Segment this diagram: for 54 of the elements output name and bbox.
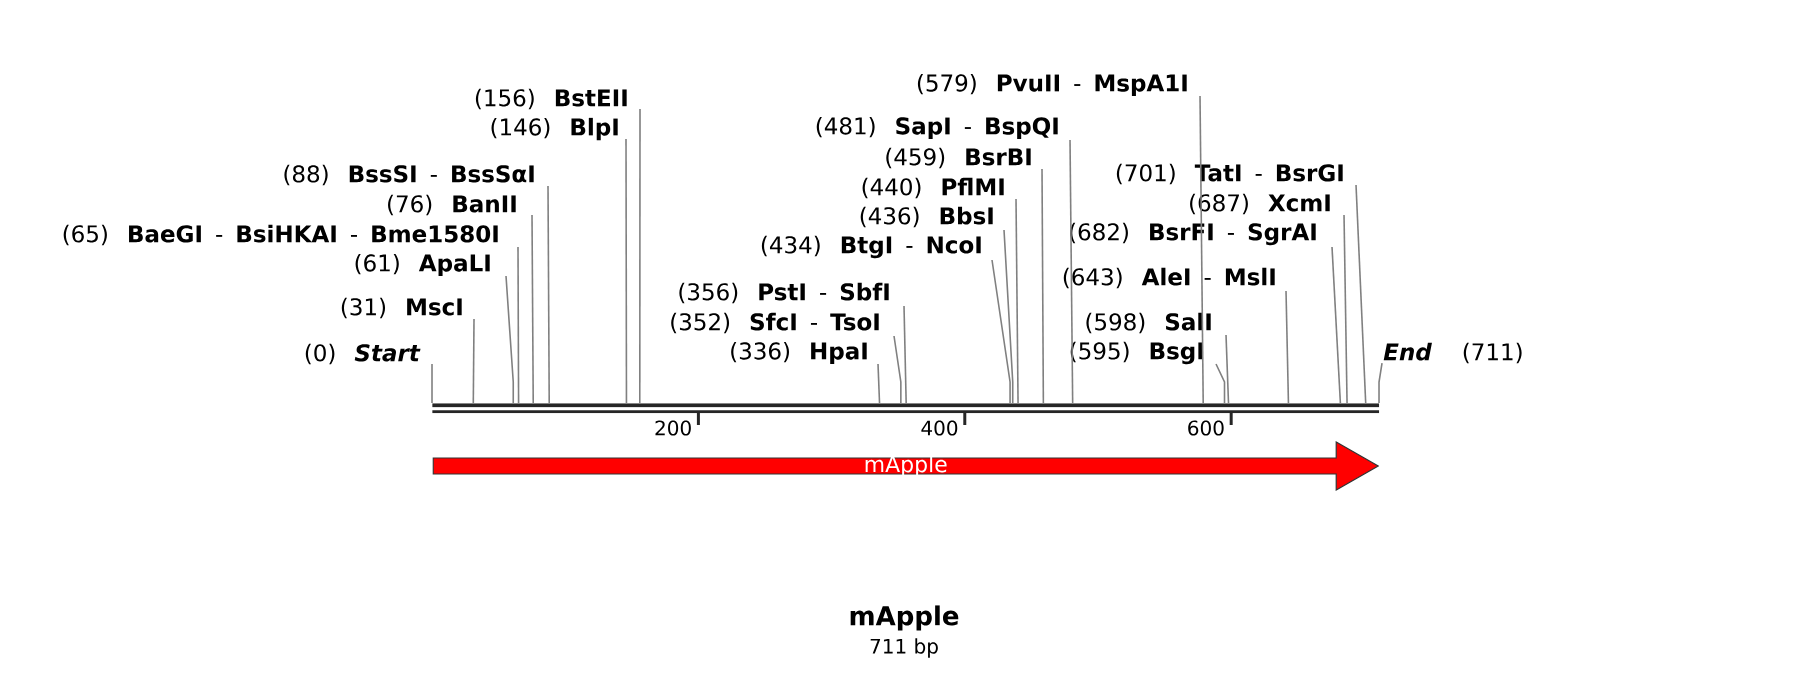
cut-site-label: (356) PstI - SbfI [679,282,889,304]
cut-site-label: (352) SfcI - TsoI [671,312,879,334]
cut-site-label: (88) BssSI - BssSαI [284,164,534,186]
leader-line [1285,290,1290,404]
leader-line [472,318,475,404]
cut-site-label: (481) SapI - BspQI [816,116,1058,140]
leader-line [431,363,433,404]
cut-site-label: (579) PvuII - MspA1I [917,73,1187,97]
leader-line [1199,95,1204,404]
cut-site-label: (459) BsrBI [886,147,1031,169]
cut-site-label: (156) BstEII [475,88,627,110]
leader-line [1015,198,1019,404]
leader-line [893,335,902,404]
cut-site-label: (146) BlpI [491,117,618,141]
leader-line [1069,139,1074,404]
scale-label: 600 [1188,420,1224,436]
cut-site-label: (76) BanII [388,194,516,216]
leader-line [517,246,520,404]
leader-line [877,363,881,404]
cut-site-label: (436) BbsI [860,206,993,228]
cut-site-label: (434) BtgI - NcoI [761,235,981,259]
map-title: mApple [850,605,959,631]
cut-site-label: (440) PflMI [862,177,1004,199]
leader-line [1343,214,1348,404]
scale-label: 200 [655,420,691,436]
sequence-length: 711 bp [870,638,938,658]
leader-line [625,138,628,404]
cut-site-label: (61) ApaLI [355,253,490,277]
leader-line [991,259,1011,404]
cut-site-label: (336) HpaI [731,341,867,365]
leader-line [1003,229,1014,404]
cut-site-label: (643) AleI - MslI [1063,267,1275,289]
leader-line [639,108,641,404]
leader-line [1378,362,1383,404]
cut-site-label: (0) Start [305,343,421,365]
scale-label: 400 [921,420,958,436]
cut-site-label: (701) TatI - BsrGI [1116,163,1343,185]
dna-backbone [432,403,1380,414]
leader-line [1225,334,1230,404]
cut-site-label: (598) SalI [1086,312,1211,334]
leader-line [505,275,515,404]
cut-site-label: End (711) [1383,342,1522,364]
leader-line [903,305,907,404]
leader-line [1041,168,1045,404]
cut-site-label: (687) XcmI [1190,193,1330,215]
cut-site-label: (65) BaeGI - BsiHKAI - Bme1580I [63,224,498,246]
leader-line [1215,363,1226,404]
leader-line [547,185,550,404]
leader-line [531,214,535,404]
cut-site-label: (595) BsgI [1070,341,1203,365]
cut-site-label: (31) MscI [341,297,462,319]
leader-line [1331,246,1342,404]
leader-line [1355,184,1367,404]
cut-site-label: (682) BsrFI - SgrAI [1070,222,1316,246]
